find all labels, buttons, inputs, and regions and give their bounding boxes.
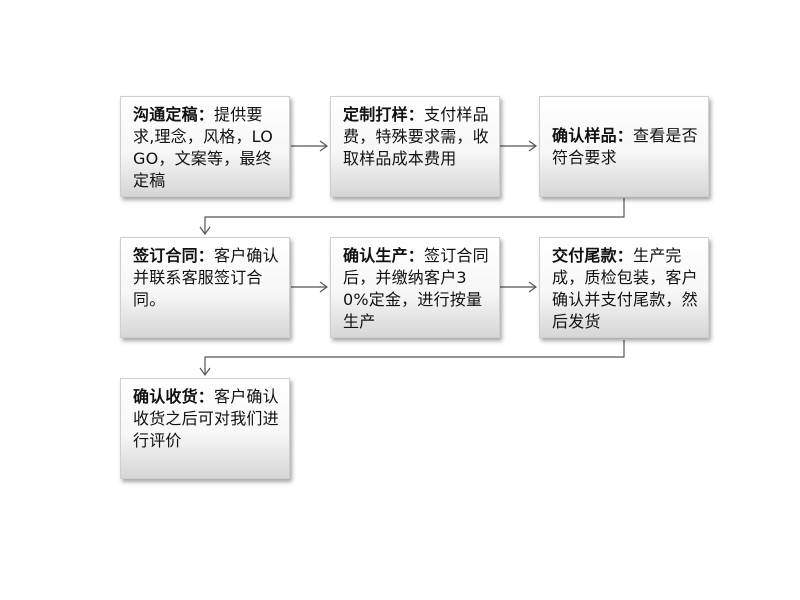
arrowhead-step5-to-step6 [528, 281, 538, 293]
step-title-5: 确认生产： [343, 246, 425, 265]
step-title-7: 确认收货： [133, 387, 215, 406]
step-title-2: 定制打样： [343, 105, 425, 124]
arrow-step6-to-step7 [204, 340, 625, 374]
step-box-7: 确认收货：客户确认收货之后可对我们进行评价 [120, 378, 290, 479]
step-desc-4: 客户确认并联系客服签订合同。 [133, 246, 279, 309]
step-box-3: 确认样品：查看是否符合要求 [539, 96, 709, 197]
step-box-1: 沟通定稿：提供要求,理念，风格，LOGO，文案等，最终定稿 [120, 96, 290, 197]
step-box-2: 定制打样：支付样品费，特殊要求需，收取样品成本费用 [330, 96, 500, 197]
step-desc-5: 签订合同后，并缴纳客户30%定金，进行按量生产 [343, 246, 489, 331]
arrowhead-step4-to-step5 [319, 281, 329, 293]
step-desc-1: 提供要求,理念，风格，LOGO，文案等，最终定稿 [133, 105, 274, 190]
step-text-3: 确认样品：查看是否符合要求 [552, 125, 698, 169]
step-title-3: 确认样品： [552, 126, 634, 145]
step-title-1: 沟通定稿： [133, 105, 215, 124]
step-desc-3: 查看是否符合要求 [552, 126, 698, 167]
step-box-4: 签订合同：客户确认并联系客服签订合同。 [120, 237, 290, 338]
arrowhead-step1-to-step2 [319, 140, 329, 152]
arrow-step3-to-step4 [204, 198, 625, 233]
step-desc-7: 客户确认收货之后可对我们进行评价 [133, 387, 279, 450]
step-box-5: 确认生产：签订合同后，并缴纳客户30%定金，进行按量生产 [330, 237, 500, 338]
arrowhead-step6-to-step7 [199, 367, 211, 377]
arrowhead-step3-to-step4 [199, 226, 211, 236]
step-desc-6: 生产完成，质检包装，客户确认并支付尾款，然后发货 [552, 246, 698, 331]
arrowhead-step2-to-step3 [528, 140, 538, 152]
step-title-4: 签订合同： [133, 246, 215, 265]
step-desc-2: 支付样品费，特殊要求需，收取样品成本费用 [343, 105, 489, 168]
step-title-6: 交付尾款： [552, 246, 634, 265]
step-box-6: 交付尾款：生产完成，质检包装，客户确认并支付尾款，然后发货 [539, 237, 709, 338]
